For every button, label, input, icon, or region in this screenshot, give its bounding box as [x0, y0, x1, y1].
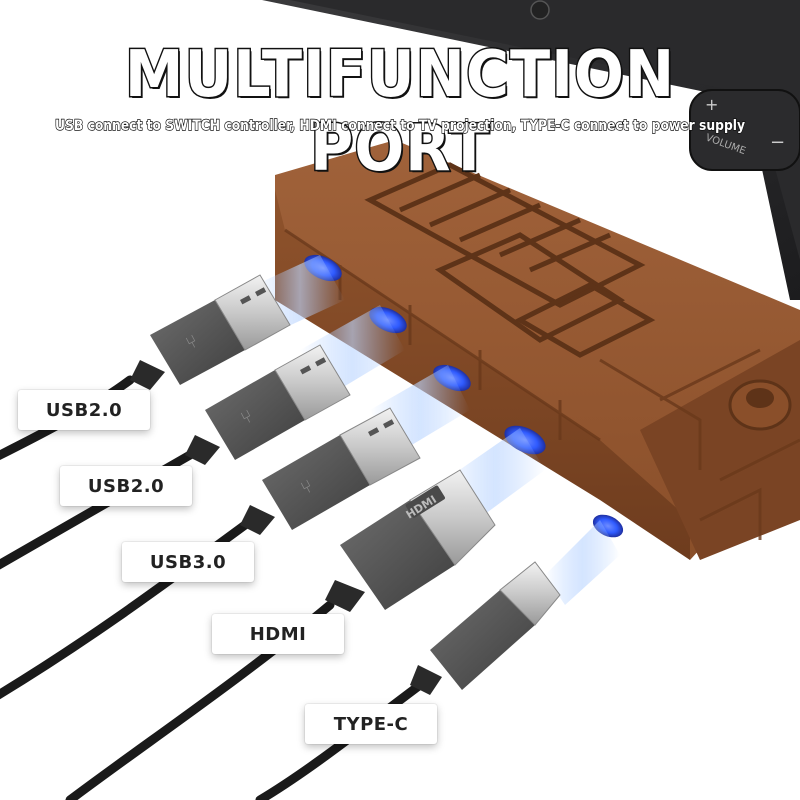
- console-button-icon: [530, 0, 550, 20]
- volume-minus: −: [770, 132, 785, 153]
- usb2-plug-2: ⑂: [185, 344, 351, 465]
- label-usb2-first: USB2.0: [18, 390, 150, 430]
- label-hdmi: HDMI: [212, 614, 344, 654]
- hdmi-plug: HDMI: [325, 469, 496, 612]
- page-title: MULTIFUNCTION PORT: [124, 37, 676, 188]
- usb2-plug-1: ⑂: [130, 274, 291, 390]
- label-typec: TYPE-C: [305, 704, 437, 744]
- label-usb3: USB3.0: [122, 542, 254, 582]
- usb3-plug: ⑂: [240, 407, 421, 535]
- volume-plus: +: [705, 95, 718, 114]
- console-body: + − VOLUME: [262, 0, 800, 300]
- volume-rocker: [689, 89, 800, 171]
- page-subtitle: USB connect to SWITCH controller, HDMI c…: [54, 117, 746, 134]
- label-usb2-second: USB2.0: [60, 466, 192, 506]
- dock-body: [275, 140, 800, 560]
- dock-grill: [364, 162, 656, 358]
- typec-plug: [410, 561, 561, 695]
